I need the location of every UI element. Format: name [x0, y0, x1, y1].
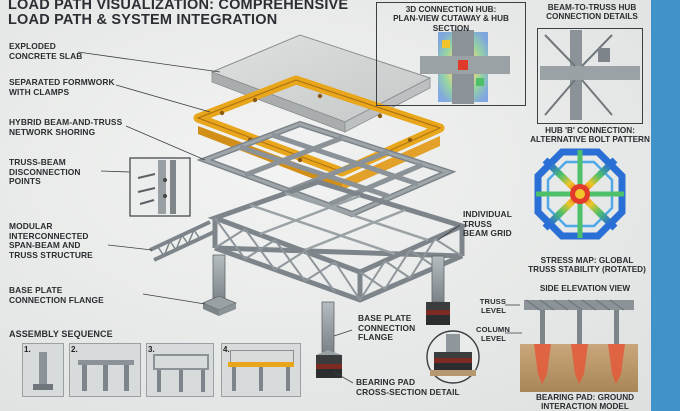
side-elevation-caption: SIDE ELEVATION VIEW — [539, 284, 631, 293]
assembly-step-4 — [221, 343, 301, 397]
stress-map-illustration — [534, 148, 626, 240]
concrete-slab — [210, 34, 432, 133]
assembly-step-2 — [69, 343, 141, 397]
title-line-2: LOAD PATH & SYSTEM INTEGRATION — [8, 12, 278, 28]
accent-side-band — [651, 0, 680, 411]
bearing-pads — [316, 302, 450, 378]
leader-lines — [77, 51, 461, 384]
hub-section-illustration — [420, 30, 510, 104]
step-number-2: 2. — [71, 345, 78, 354]
columns — [202, 254, 445, 353]
step-number-1: 1. — [24, 345, 31, 354]
beam-truss-hub-frame — [537, 28, 643, 124]
hub-inset-caption: 3D CONNECTION HUB:PLAN-VIEW CUTAWAY & HU… — [393, 5, 509, 33]
title-line-1: LOAD PATH VISUALIZATION: COMPREHENSIVE — [8, 0, 349, 13]
truss-structure — [207, 179, 470, 303]
step-number-4: 4. — [223, 345, 230, 354]
hub-b-caption: HUB 'B' CONNECTION:ALTERNATIVE BOLT PATT… — [530, 126, 650, 145]
assembly-step-3 — [146, 343, 214, 397]
disconnection-inset — [129, 157, 191, 217]
side-elevation-illustration — [505, 299, 638, 392]
bearing-pad-crosssection-icon — [426, 330, 480, 384]
span-beam-truss — [149, 220, 215, 262]
step-number-3: 3. — [148, 345, 155, 354]
assembly-step-1 — [22, 343, 64, 397]
hub-inset-frame — [376, 2, 526, 106]
page-title: LOAD PATH VISUALIZATION: COMPREHENSIVE L… — [8, 0, 348, 28]
assembly-sequence-title: ASSEMBLY SEQUENCE — [9, 329, 113, 339]
beam-truss-hub-illustration — [540, 30, 640, 120]
